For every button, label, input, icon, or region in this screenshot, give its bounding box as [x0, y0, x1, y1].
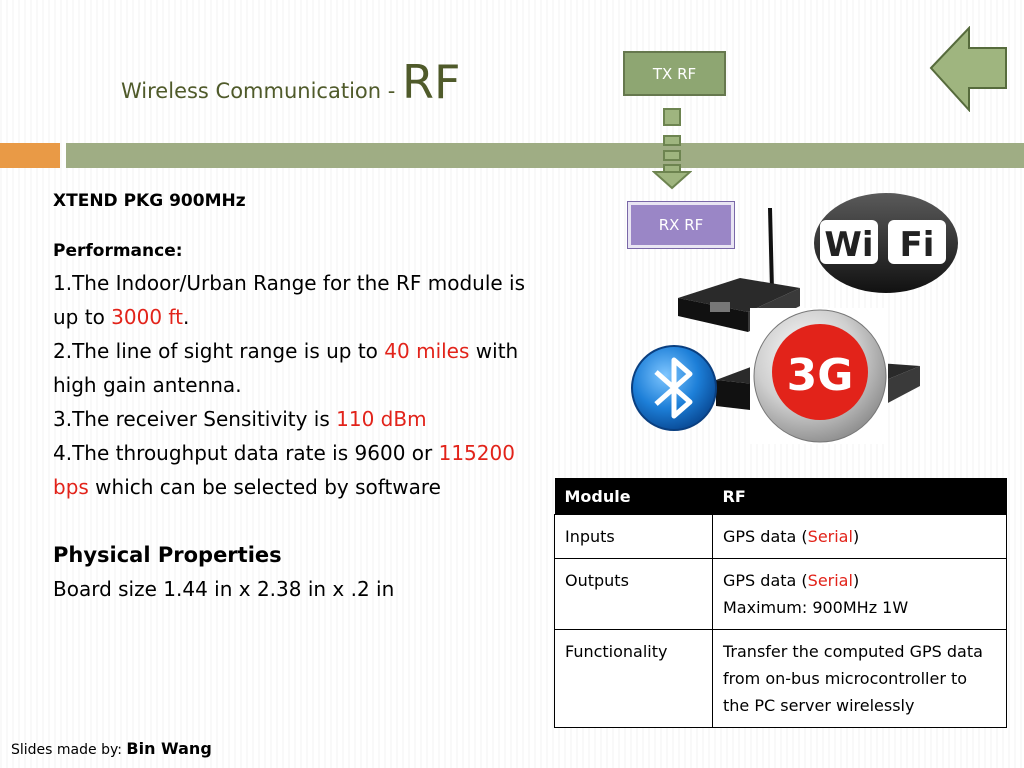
row-outputs-label: Outputs	[554, 558, 713, 630]
wireless-images: Wi Fi 3G	[631, 193, 958, 444]
footer-prefix: Slides made by:	[11, 742, 127, 758]
physical-properties-label: Physical Properties	[53, 543, 282, 567]
table-row: Inputs GPS data (Serial)	[554, 514, 1007, 559]
svg-text:Wi: Wi	[824, 225, 873, 265]
down-arrow-icon	[652, 108, 692, 190]
table-row: Functionality Transfer the computed GPS …	[554, 629, 1007, 728]
performance-item-3: 3.The receiver Sensitivity is 110 dBm	[53, 407, 427, 431]
title-main: RF	[402, 55, 461, 109]
3g-logo: 3G	[750, 308, 888, 444]
performance-item-4: 4.The throughput data rate is 9600 or 11…	[53, 441, 515, 499]
performance-item-1: 1.The Indoor/Urban Range for the RF modu…	[53, 271, 526, 329]
footer-author: Bin Wang	[126, 739, 212, 758]
wifi-logo: Wi Fi	[814, 193, 958, 293]
tx-rf-label: TX RF	[652, 64, 697, 83]
svg-text:Fi: Fi	[900, 225, 935, 265]
accent-bar-green	[66, 143, 1024, 168]
table-header-rf: RF	[712, 478, 1007, 515]
back-arrow-icon[interactable]	[929, 26, 1009, 112]
module-spec-table: Module RF Inputs GPS data (Serial) Outpu…	[554, 478, 1007, 728]
performance-label: Performance:	[53, 241, 183, 261]
title-prefix: Wireless Communication -	[121, 79, 402, 103]
tx-rf-box: TX RF	[623, 51, 726, 96]
row-functionality-value: Transfer the computed GPS data from on-b…	[712, 629, 1007, 728]
rf-modem-image	[678, 207, 800, 332]
table-header-module: Module	[554, 478, 713, 515]
module-heading: XTEND PKG 900MHz	[53, 191, 246, 211]
row-inputs-value: GPS data (Serial)	[712, 514, 1007, 559]
row-functionality-label: Functionality	[554, 629, 713, 728]
range-los-value: 40 miles	[384, 339, 470, 363]
table-header-row: Module RF	[554, 478, 1007, 515]
range-indoor-value: 3000 ft	[111, 305, 183, 329]
content-body: XTEND PKG 900MHz Performance: 1.The Indo…	[53, 186, 533, 606]
board-size-text: Board size 1.44 in x 2.38 in x .2 in	[53, 577, 395, 601]
bluetooth-icon	[631, 345, 717, 431]
performance-item-2: 2.The line of sight range is up to 40 mi…	[53, 339, 519, 397]
sensitivity-value: 110 dBm	[336, 407, 427, 431]
footer-credit: Slides made by: Bin Wang	[11, 739, 212, 758]
row-outputs-value: GPS data (Serial)Maximum: 900MHz 1W	[712, 558, 1007, 630]
table-row: Outputs GPS data (Serial)Maximum: 900MHz…	[554, 558, 1007, 630]
slide-title: Wireless Communication - RF	[121, 55, 460, 109]
data-rate-value: 115200 bps	[53, 441, 515, 499]
svg-text:3G: 3G	[787, 350, 854, 401]
accent-bar-orange	[0, 143, 60, 168]
rx-rf-label: RX RF	[658, 216, 704, 234]
row-inputs-label: Inputs	[554, 514, 713, 559]
rx-rf-box: RX RF	[627, 201, 735, 249]
